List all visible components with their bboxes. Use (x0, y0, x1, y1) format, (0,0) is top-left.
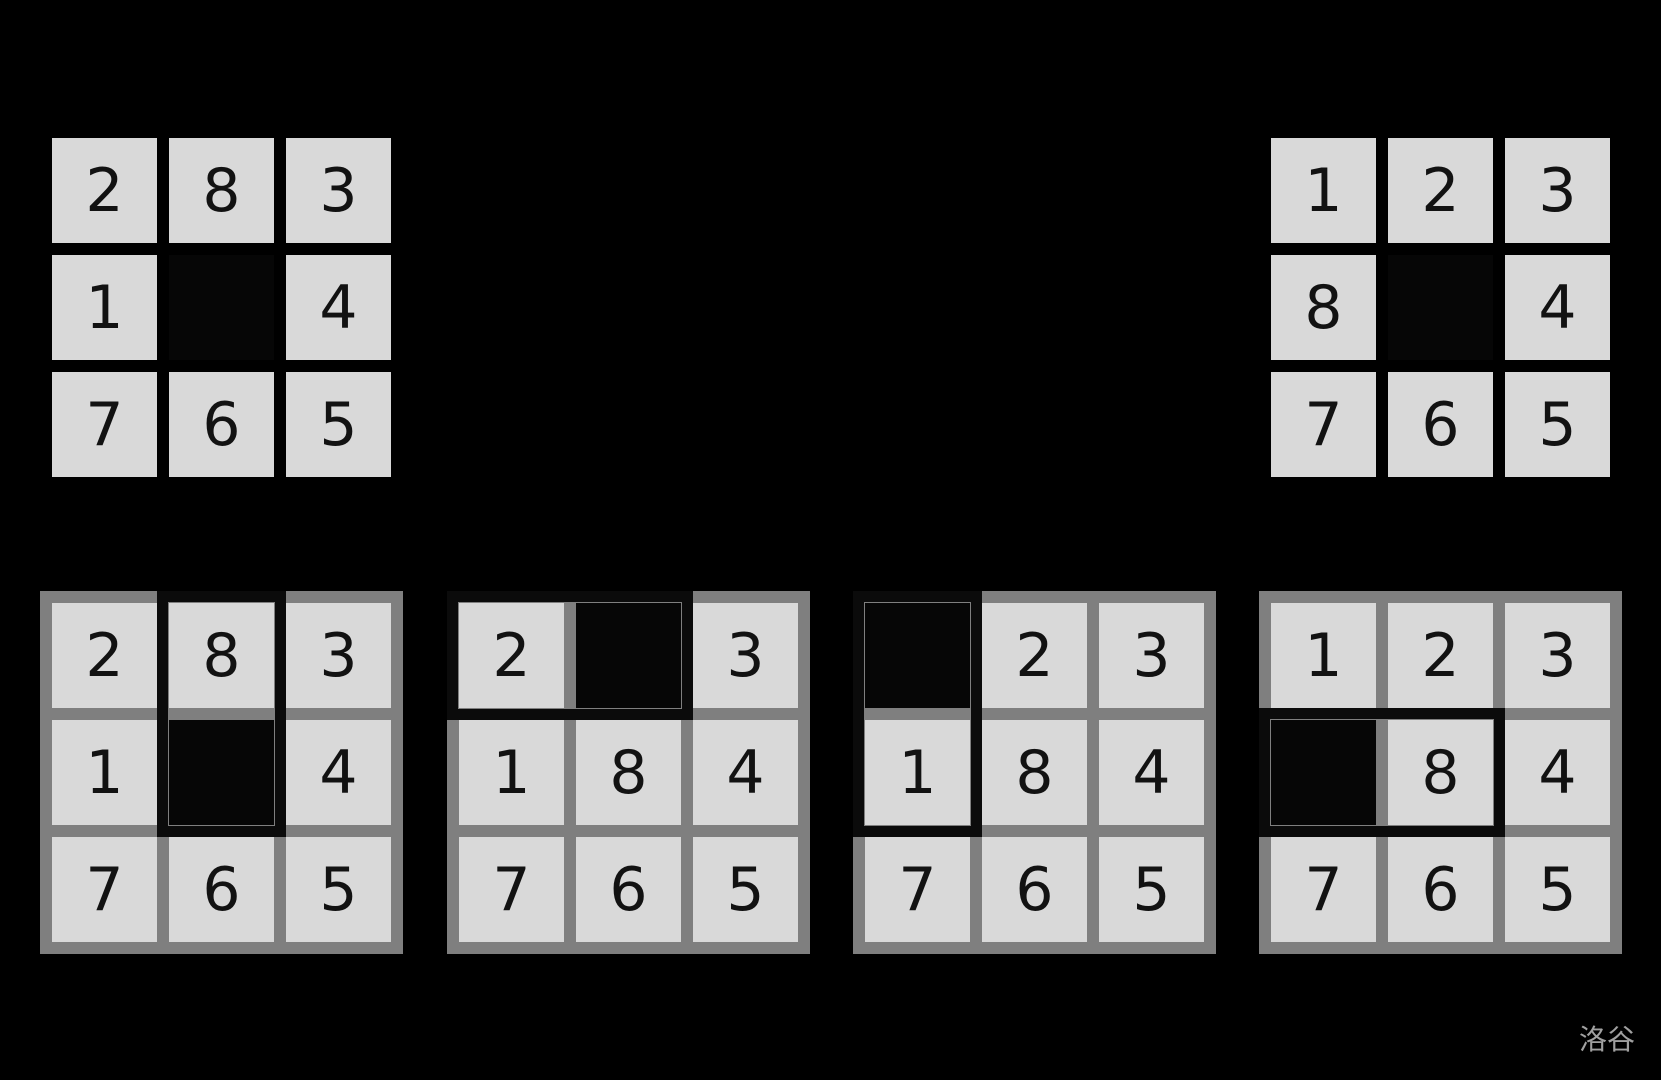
tile: 2 (982, 603, 1087, 708)
tile (576, 603, 681, 708)
tile: 5 (1505, 837, 1610, 942)
tile: 8 (982, 720, 1087, 825)
tile: 5 (693, 837, 798, 942)
tile: 3 (693, 603, 798, 708)
tile: 3 (286, 603, 391, 708)
tile: 1 (1271, 603, 1376, 708)
tile: 7 (1271, 372, 1376, 477)
tile: 2 (1388, 603, 1493, 708)
initial-state-grid: 2 8 3 1 4 7 6 5 (52, 138, 391, 477)
step-2-panel: 2 3 1 8 4 7 6 5 (447, 591, 810, 954)
tile: 4 (1505, 720, 1610, 825)
tile: 2 (52, 603, 157, 708)
tile: 3 (1505, 138, 1610, 243)
tile: 5 (1505, 372, 1610, 477)
tile: 7 (865, 837, 970, 942)
tile: 2 (1388, 138, 1493, 243)
tile: 8 (1388, 720, 1493, 825)
tile: 1 (1271, 138, 1376, 243)
tile: 4 (1099, 720, 1204, 825)
tile: 6 (169, 837, 274, 942)
step-3-panel: 2 3 1 8 4 7 6 5 (853, 591, 1216, 954)
tile: 2 (52, 138, 157, 243)
tile: 4 (693, 720, 798, 825)
step-4-grid: 1 2 3 8 4 7 6 5 (1271, 603, 1610, 942)
tile: 5 (286, 372, 391, 477)
tile: 5 (1099, 837, 1204, 942)
luogu-watermark: 洛谷 (1578, 1023, 1635, 1056)
tile: 3 (1099, 603, 1204, 708)
tile: 2 (459, 603, 564, 708)
tile: 1 (52, 255, 157, 360)
tile (169, 255, 274, 360)
tile: 8 (169, 603, 274, 708)
goal-state-grid: 1 2 3 8 4 7 6 5 (1271, 138, 1610, 477)
tile: 1 (459, 720, 564, 825)
tile: 7 (52, 372, 157, 477)
step-4-panel: 1 2 3 8 4 7 6 5 (1259, 591, 1622, 954)
tile: 8 (169, 138, 274, 243)
step-1-panel: 2 8 3 1 4 7 6 5 (40, 591, 403, 954)
tile: 7 (459, 837, 564, 942)
tile: 4 (1505, 255, 1610, 360)
tile: 7 (1271, 837, 1376, 942)
tile: 8 (576, 720, 681, 825)
tile: 1 (865, 720, 970, 825)
tile: 6 (169, 372, 274, 477)
tile: 6 (1388, 837, 1493, 942)
tile: 7 (52, 837, 157, 942)
tile (1388, 255, 1493, 360)
tile: 5 (286, 837, 391, 942)
step-3-grid: 2 3 1 8 4 7 6 5 (865, 603, 1204, 942)
tile: 6 (576, 837, 681, 942)
tile: 3 (1505, 603, 1610, 708)
tile: 1 (52, 720, 157, 825)
step-1-grid: 2 8 3 1 4 7 6 5 (52, 603, 391, 942)
tile: 3 (286, 138, 391, 243)
tile: 8 (1271, 255, 1376, 360)
tile (1271, 720, 1376, 825)
step-2-grid: 2 3 1 8 4 7 6 5 (459, 603, 798, 942)
tile: 6 (1388, 372, 1493, 477)
tile: 6 (982, 837, 1087, 942)
tile: 4 (286, 255, 391, 360)
tile: 4 (286, 720, 391, 825)
tile (169, 720, 274, 825)
tile (865, 603, 970, 708)
